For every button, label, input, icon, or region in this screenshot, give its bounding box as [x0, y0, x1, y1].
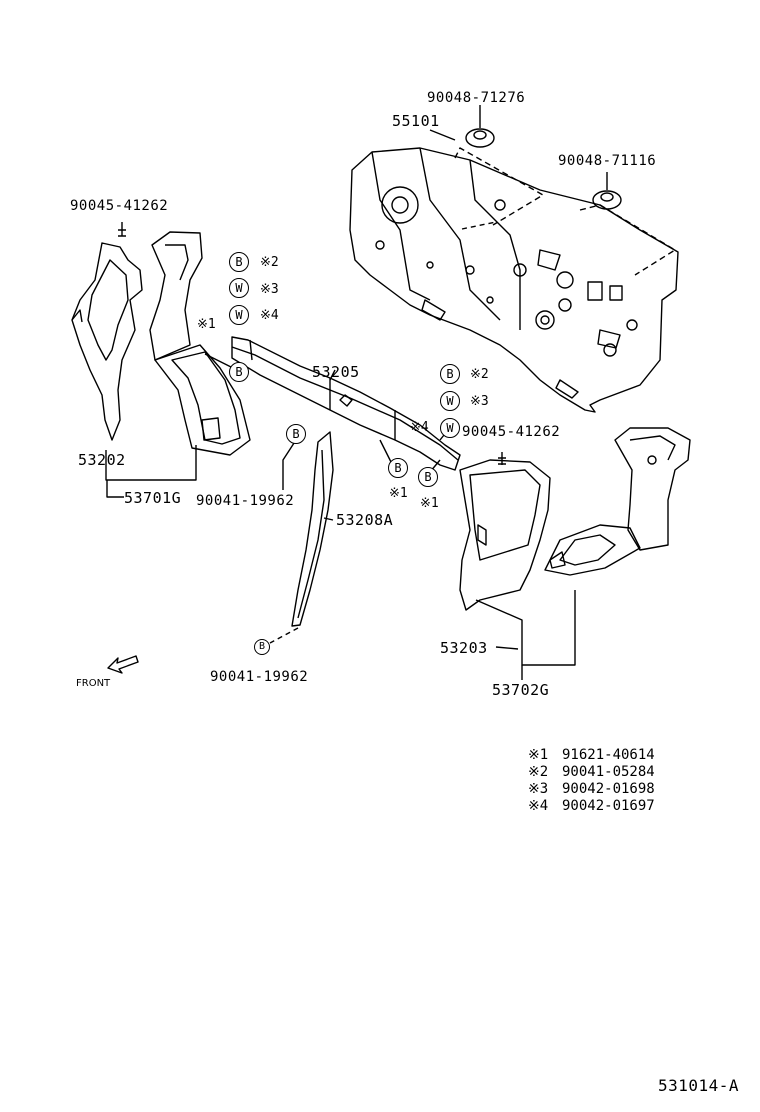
cross-member-53205	[231, 336, 461, 471]
mark-1: ※1	[389, 486, 408, 501]
mark-2: ※2	[260, 255, 279, 270]
mark-1: ※1	[420, 496, 439, 511]
part-53202: 53202	[78, 451, 126, 469]
silencer-53702g	[544, 427, 691, 576]
bolt-symbol: B	[388, 458, 408, 478]
mark-3: ※3	[260, 282, 279, 297]
part-90048-71276: 90048-71276	[427, 90, 526, 106]
silencer-53203	[459, 459, 551, 611]
washer-symbol: W	[440, 391, 460, 411]
washer-symbol: W	[229, 278, 249, 298]
bolt-symbol: B	[286, 424, 306, 444]
part-53205: 53205	[312, 363, 360, 381]
part-90041-19962-b: 90041-19962	[210, 669, 309, 685]
mark-4: ※4	[260, 308, 279, 323]
part-53208a: 53208A	[336, 511, 394, 529]
bolt-symbol: B	[254, 639, 270, 655]
washer-symbol: W	[440, 418, 460, 438]
pillar-53208a	[291, 431, 334, 627]
bolt-symbol: B	[418, 467, 438, 487]
silencer-53202	[71, 242, 143, 441]
part-55101: 55101	[392, 112, 440, 130]
part-53203: 53203	[440, 639, 488, 657]
part-90048-71116: 90048-71116	[558, 153, 657, 169]
mark-2: ※2	[470, 367, 489, 382]
part-90041-19962-a: 90041-19962	[196, 493, 295, 509]
bolt-symbol: B	[229, 362, 249, 382]
part-53701g: 53701G	[124, 489, 182, 507]
part-53702g: 53702G	[492, 681, 550, 699]
diagram-id: 531014-A	[658, 1076, 740, 1095]
dash-panel-55101	[349, 147, 679, 413]
part-90045-41262-left: 90045-41262	[70, 198, 169, 214]
grommet-90048-71116	[592, 190, 622, 210]
washer-symbol: W	[229, 305, 249, 325]
mark-3: ※3	[470, 394, 489, 409]
mark-1: ※1	[197, 317, 216, 332]
part-90045-41262-right: 90045-41262	[462, 424, 561, 440]
grommet-90048-71276	[465, 128, 495, 148]
front-arrow	[107, 655, 139, 674]
mark-4: ※4	[410, 420, 429, 435]
front-label: FRONT	[76, 678, 111, 689]
bolt-symbol: B	[229, 252, 249, 272]
bolt-symbol: B	[440, 364, 460, 384]
